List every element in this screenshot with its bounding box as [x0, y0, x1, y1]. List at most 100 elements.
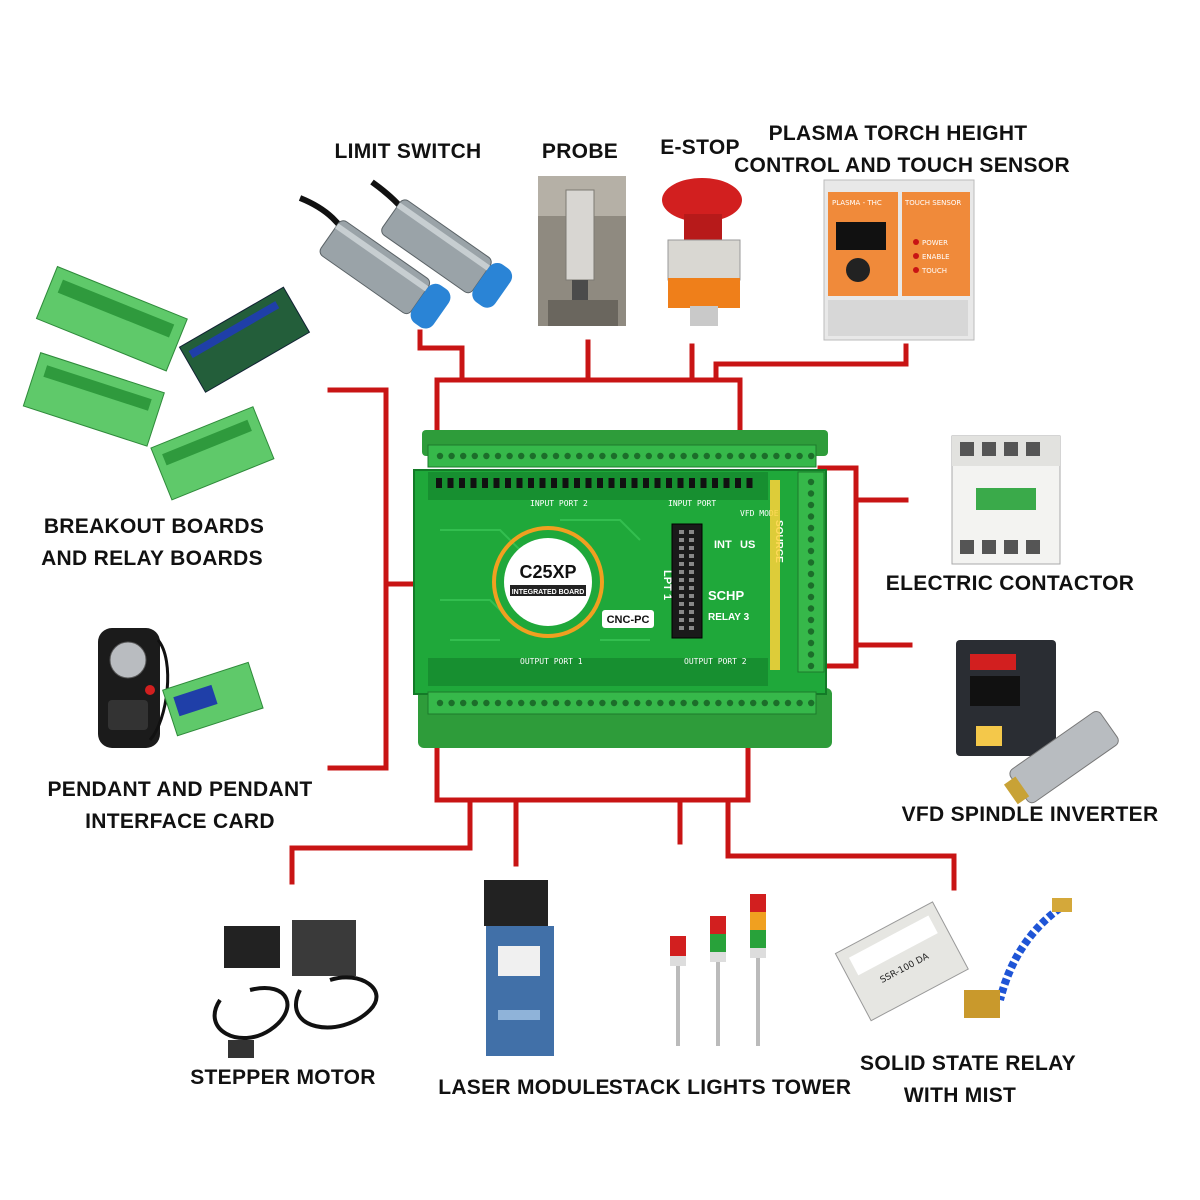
terminal-screw [599, 452, 606, 460]
header-pin [528, 478, 534, 488]
header-pin [608, 478, 615, 488]
header-pin [631, 478, 638, 488]
lpt-pin [679, 610, 684, 614]
wire-right-top [817, 465, 859, 669]
label-stepper: STEPPER MOTOR [190, 1066, 376, 1089]
terminal-screw [634, 699, 641, 707]
terminal-screw [448, 452, 455, 460]
terminal-screw [657, 699, 664, 707]
plasma-thc-title: PLASMA - THC [832, 199, 882, 207]
label-probe: PROBE [542, 140, 618, 163]
terminal-screw [738, 452, 745, 460]
terminal-screw [807, 478, 815, 486]
terminal-screw [506, 699, 513, 707]
header-pin [597, 478, 603, 488]
terminal-screw [703, 699, 710, 707]
wire-limit-switch [417, 329, 465, 383]
terminal-screw [796, 452, 803, 460]
label-stack: STACK LIGHTS TOWER [609, 1076, 852, 1099]
lpt-pin [689, 554, 694, 558]
terminal-screw [494, 699, 502, 707]
plasma-led-touch: TOUCH [921, 267, 947, 275]
header-pin [746, 478, 753, 488]
label-laser: LASER MODULE [438, 1076, 610, 1099]
plasma-led-power: POWER [922, 239, 948, 247]
board-schp: SCHP [708, 588, 744, 603]
lpt-pin [679, 530, 684, 534]
board-lpt: LPT 1 [661, 570, 673, 600]
board-int: INT [714, 539, 732, 551]
terminal-screw [576, 452, 583, 460]
stack-lights-image [670, 894, 766, 1046]
header-pin [574, 478, 580, 488]
board-output-port-1: OUTPUT PORT 1 [520, 657, 583, 666]
terminal-screw [541, 699, 548, 707]
wire-breakout [327, 387, 389, 771]
terminal-screw [668, 699, 676, 707]
board-input-port-2: INPUT PORT 2 [530, 499, 588, 508]
terminal-screw [518, 452, 525, 460]
lpt-pin [679, 538, 684, 542]
terminal-screw [634, 452, 641, 460]
terminal-screw [807, 536, 815, 543]
touch-sensor-title: TOUCH SENSOR [904, 199, 961, 207]
terminal-screw [807, 490, 815, 497]
terminal-screw [715, 699, 722, 707]
header-pin [677, 478, 684, 488]
lpt-pin [689, 570, 694, 574]
lpt-pin [689, 618, 694, 622]
terminal-screw [668, 452, 676, 460]
terminal-screw [807, 524, 815, 532]
wire-ssr [725, 797, 957, 891]
terminal-screw [773, 699, 780, 707]
header-pin [436, 478, 442, 488]
label-pendant-1: PENDANT AND PENDANT [47, 778, 312, 801]
header-pin [666, 478, 672, 488]
lpt-pin [679, 546, 684, 550]
lpt-pin [689, 578, 694, 582]
top-terminal-screws [436, 452, 815, 460]
board-brand: CNC-PC [607, 614, 650, 626]
wire-stepper [289, 797, 473, 885]
lpt-pin [679, 618, 684, 622]
header-pin [505, 478, 511, 488]
wire-bottom-bus [434, 702, 751, 803]
terminal-screw [587, 452, 594, 460]
header-pin [735, 478, 741, 488]
terminal-screw [506, 452, 513, 460]
terminal-screw [436, 452, 444, 460]
terminal-screw [541, 452, 548, 460]
terminal-screw [807, 501, 815, 509]
terminal-screw [750, 452, 757, 460]
electric-contactor-image [951, 435, 1061, 565]
terminal-screw [807, 616, 815, 624]
terminal-screw [494, 452, 502, 460]
terminal-screw [564, 699, 571, 707]
terminal-screw [807, 662, 815, 670]
terminal-screw [692, 452, 699, 460]
terminal-screw [807, 559, 815, 566]
terminal-screw [471, 452, 478, 460]
header-pin [562, 478, 569, 488]
terminal-screw [552, 452, 560, 460]
label-limit-switch: LIMIT SWITCH [334, 140, 481, 163]
lpt-pin [679, 626, 684, 630]
terminal-screw [552, 699, 560, 707]
terminal-screw [807, 628, 815, 635]
wire-plasma [713, 343, 909, 383]
label-plasma-1: PLASMA TORCH HEIGHT [769, 122, 1028, 145]
terminal-screw [622, 452, 629, 460]
label-estop: E-STOP [660, 136, 740, 159]
label-breakout-1: BREAKOUT BOARDS [44, 515, 264, 538]
header-pin [585, 478, 592, 488]
wire-top-bus [434, 377, 743, 455]
label-contactor: ELECTRIC CONTACTOR [886, 572, 1134, 595]
breakout-boards-image [22, 265, 311, 501]
header-pin [643, 478, 649, 488]
lpt-connector-pins [679, 530, 694, 630]
terminal-screw [483, 699, 490, 707]
plasma-led-enable: ENABLE [922, 253, 950, 261]
terminal-screw [761, 699, 768, 707]
lpt-pin [679, 554, 684, 558]
